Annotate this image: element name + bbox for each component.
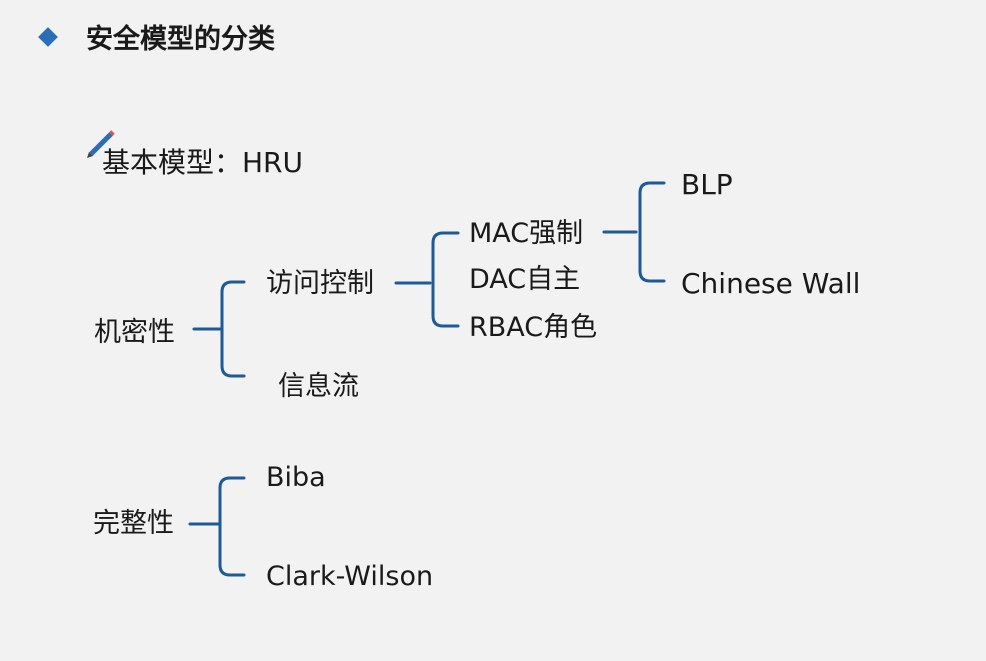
page-title: 安全模型的分类 bbox=[86, 24, 275, 55]
node-access-control: 访问控制 bbox=[266, 268, 374, 299]
node-mac: MAC强制 bbox=[469, 218, 584, 249]
node-dac: DAC自主 bbox=[469, 264, 581, 295]
basic-model-label: 基本模型：HRU bbox=[102, 146, 304, 179]
node-confidentiality: 机密性 bbox=[94, 317, 175, 348]
node-rbac: RBAC角色 bbox=[469, 312, 598, 343]
node-chinese-wall: Chinese Wall bbox=[681, 267, 861, 300]
node-blp: BLP bbox=[681, 168, 733, 201]
node-information-flow: 信息流 bbox=[278, 371, 359, 402]
node-clark-wilson: Clark-Wilson bbox=[266, 561, 434, 592]
node-integrity: 完整性 bbox=[93, 508, 174, 539]
pencil-icon bbox=[87, 130, 115, 158]
node-biba: Biba bbox=[266, 462, 326, 493]
